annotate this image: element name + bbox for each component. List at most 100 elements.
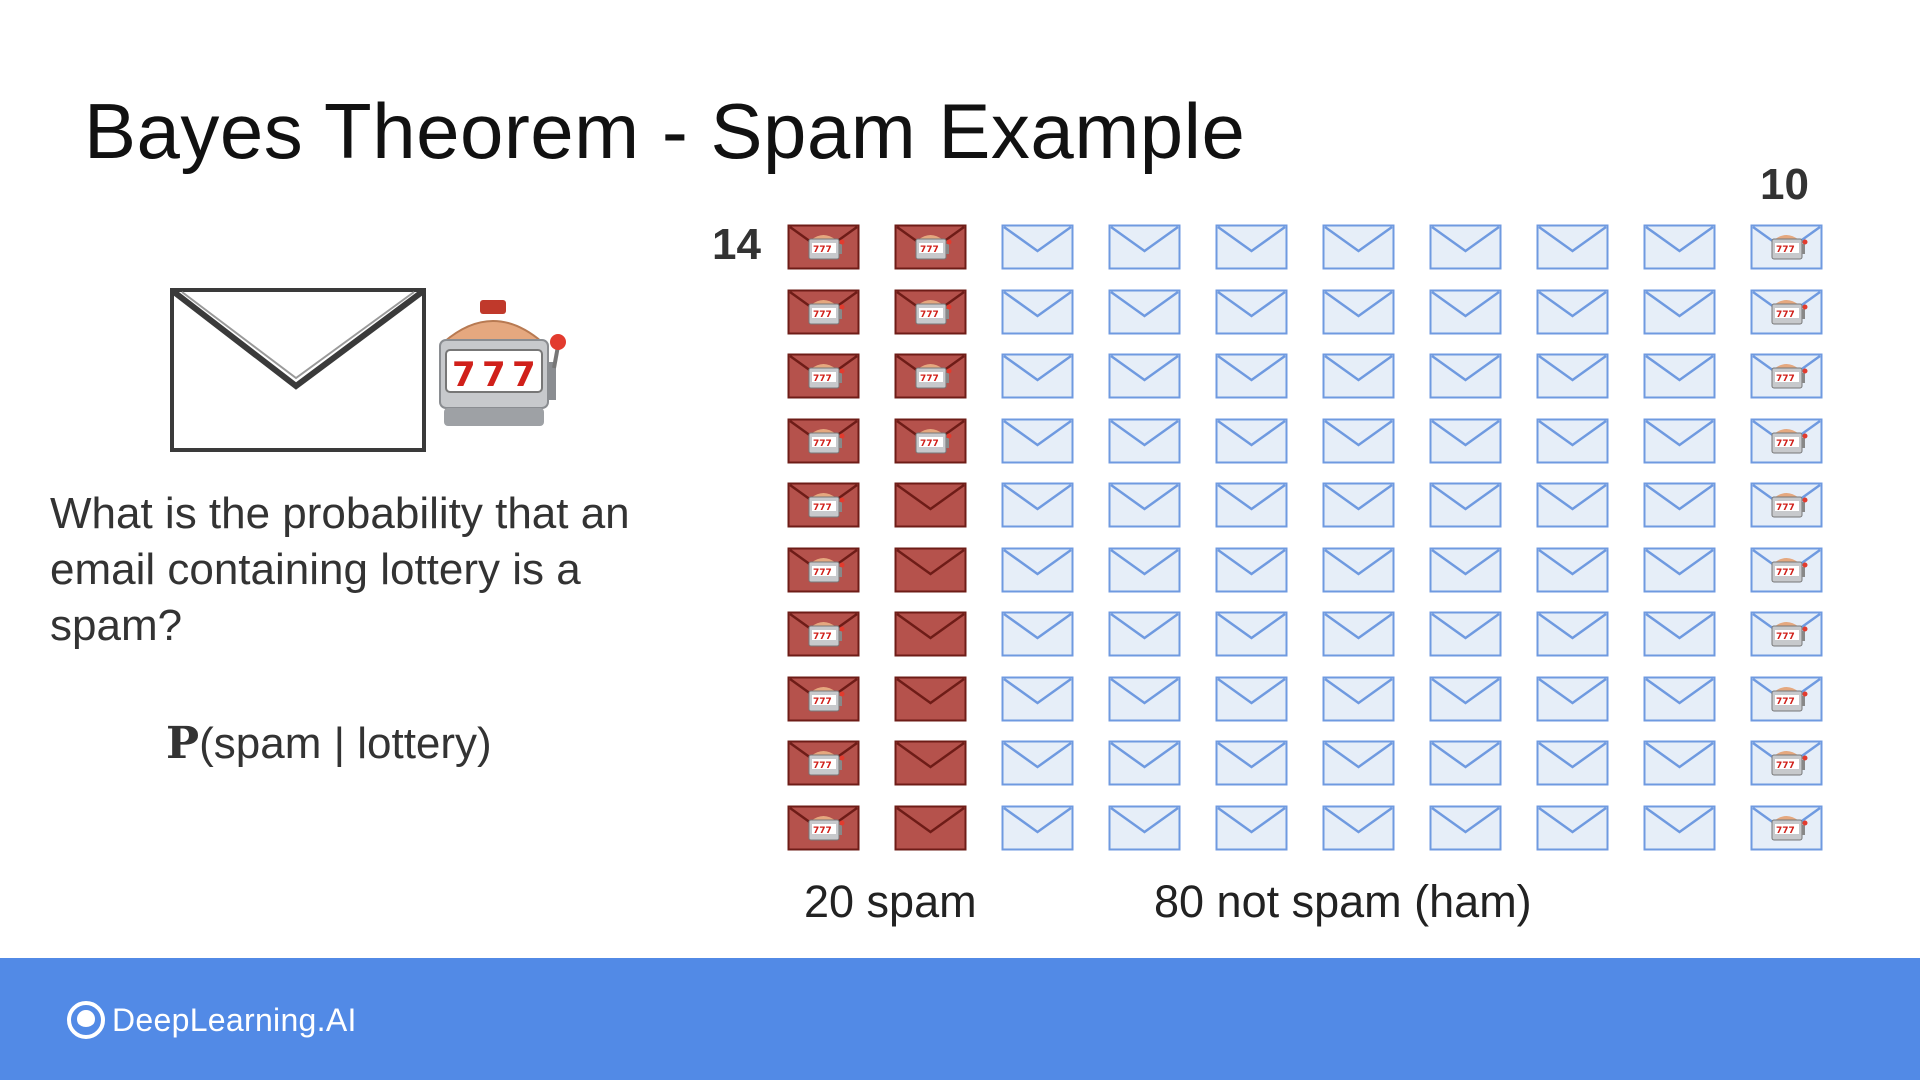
envelope-icon <box>1536 353 1609 399</box>
envelope-icon: 777 <box>894 418 967 463</box>
envelope-icon <box>1429 482 1502 528</box>
svg-text:7: 7 <box>482 355 506 395</box>
footer-bar <box>0 958 1920 1080</box>
ham-email <box>1322 482 1395 528</box>
ham-email <box>1322 289 1395 335</box>
spam-lottery-email: 777 <box>894 224 967 270</box>
ham-email <box>1108 224 1181 270</box>
ham-email <box>1108 805 1181 851</box>
slot-machine-icon: 777 <box>1771 364 1808 389</box>
ham-email <box>1536 289 1609 335</box>
svg-text:777: 777 <box>813 310 832 320</box>
slot-machine-icon: 777 <box>808 686 845 711</box>
ham-email <box>1536 353 1609 399</box>
slot-machine-icon: 777 <box>915 364 952 389</box>
envelope-icon <box>1215 289 1288 334</box>
envelope-icon <box>1215 611 1288 657</box>
spam-lottery-email: 777 <box>787 676 860 722</box>
slot-machine-icon: 777 <box>808 557 845 582</box>
spam-lottery-count: 14 <box>712 220 761 269</box>
probability-formula: P(spam | lottery) <box>166 718 492 769</box>
question-text: What is the probability that an email co… <box>50 489 630 650</box>
envelope-icon: 777 <box>1750 289 1823 334</box>
envelope-icon <box>1108 676 1181 721</box>
envelope-icon <box>1215 805 1288 850</box>
slot-machine-icon: 777 <box>808 235 845 260</box>
svg-text:777: 777 <box>920 310 939 320</box>
ham-email <box>1001 224 1074 270</box>
ham-email <box>1001 805 1074 851</box>
svg-text:777: 777 <box>920 439 939 449</box>
envelope-icon: 777 <box>1750 353 1823 399</box>
slot-machine-icon: 777 <box>808 493 845 518</box>
ham-email <box>1322 805 1395 851</box>
spam-lottery-email: 777 <box>787 353 860 399</box>
envelope-icon: 777 <box>787 740 860 786</box>
envelope-icon: 777 <box>787 611 860 657</box>
slot-machine-icon: 777 <box>915 235 952 260</box>
ham-email <box>1429 289 1502 335</box>
slot-machine-icon: 777 <box>808 815 845 840</box>
brand-name: DeepLearning.AI <box>112 1001 357 1038</box>
envelope-icon <box>1643 418 1716 463</box>
brand-logo: DeepLearning.AI <box>66 1000 357 1040</box>
slot-machine-icon: 777 <box>1771 493 1808 518</box>
ham-email <box>1322 418 1395 464</box>
formula-args: (spam | lottery) <box>199 719 492 768</box>
ham-email <box>1001 289 1074 335</box>
spam-lottery-email: 777 <box>787 289 860 335</box>
svg-text:777: 777 <box>1776 439 1795 449</box>
ham-email <box>1536 740 1609 786</box>
ham-email <box>1108 611 1181 657</box>
svg-text:777: 777 <box>1776 697 1795 707</box>
envelope-icon: 777 <box>1750 482 1823 528</box>
ham-lottery-count: 10 <box>1760 160 1809 209</box>
envelope-icon <box>1322 289 1395 334</box>
spam-email <box>894 611 967 657</box>
envelope-icon: 777 <box>894 289 967 334</box>
envelope-icon <box>1429 611 1502 657</box>
envelope-icon <box>1643 353 1716 399</box>
envelope-icon <box>1108 740 1181 786</box>
svg-text:777: 777 <box>920 374 939 384</box>
ham-email <box>1215 611 1288 657</box>
envelope-icon <box>1322 224 1395 270</box>
envelope-icon: 777 <box>787 482 860 528</box>
slot-machine-icon: 777 <box>915 428 952 453</box>
spam-lottery-email: 777 <box>787 611 860 657</box>
ham-email <box>1215 676 1288 722</box>
ham-email <box>1429 547 1502 593</box>
spam-lottery-email: 777 <box>787 547 860 593</box>
envelope-icon <box>1322 482 1395 528</box>
svg-text:7: 7 <box>512 355 536 395</box>
envelope-icon <box>1001 224 1074 270</box>
envelope-icon <box>1536 611 1609 657</box>
spam-lottery-email: 777 <box>894 289 967 335</box>
ham-email <box>1108 740 1181 786</box>
spam-lottery-email: 777 <box>787 224 860 270</box>
ham-email <box>1215 418 1288 464</box>
envelope-icon: 777 <box>1750 611 1823 657</box>
ham-email <box>1001 740 1074 786</box>
ham-email <box>1108 482 1181 528</box>
ham-email <box>1108 289 1181 335</box>
spam-email <box>894 740 967 786</box>
envelope-icon <box>894 611 967 657</box>
envelope-icon <box>1536 224 1609 270</box>
slot-machine-icon: 777 <box>1771 815 1808 840</box>
slot-machine-icon: 777 <box>808 428 845 453</box>
ham-email <box>1322 611 1395 657</box>
slot-machine-icon: 777 <box>1771 751 1808 776</box>
spam-lottery-email: 777 <box>787 418 860 464</box>
svg-text:777: 777 <box>1776 632 1795 642</box>
email-grid: 777 777 777 777 777 777 777 777 777 777 777 777 777 7… <box>787 224 1826 852</box>
svg-text:777: 777 <box>1776 245 1795 255</box>
slot-machine-icon: 777 <box>1771 622 1808 647</box>
ham-email <box>1643 418 1716 464</box>
ham-lottery-email: 777 <box>1750 805 1823 851</box>
envelope-icon <box>894 805 967 850</box>
envelope-icon: 777 <box>894 353 967 399</box>
svg-text:777: 777 <box>920 245 939 255</box>
spam-email <box>894 547 967 593</box>
envelope-icon <box>1215 547 1288 592</box>
